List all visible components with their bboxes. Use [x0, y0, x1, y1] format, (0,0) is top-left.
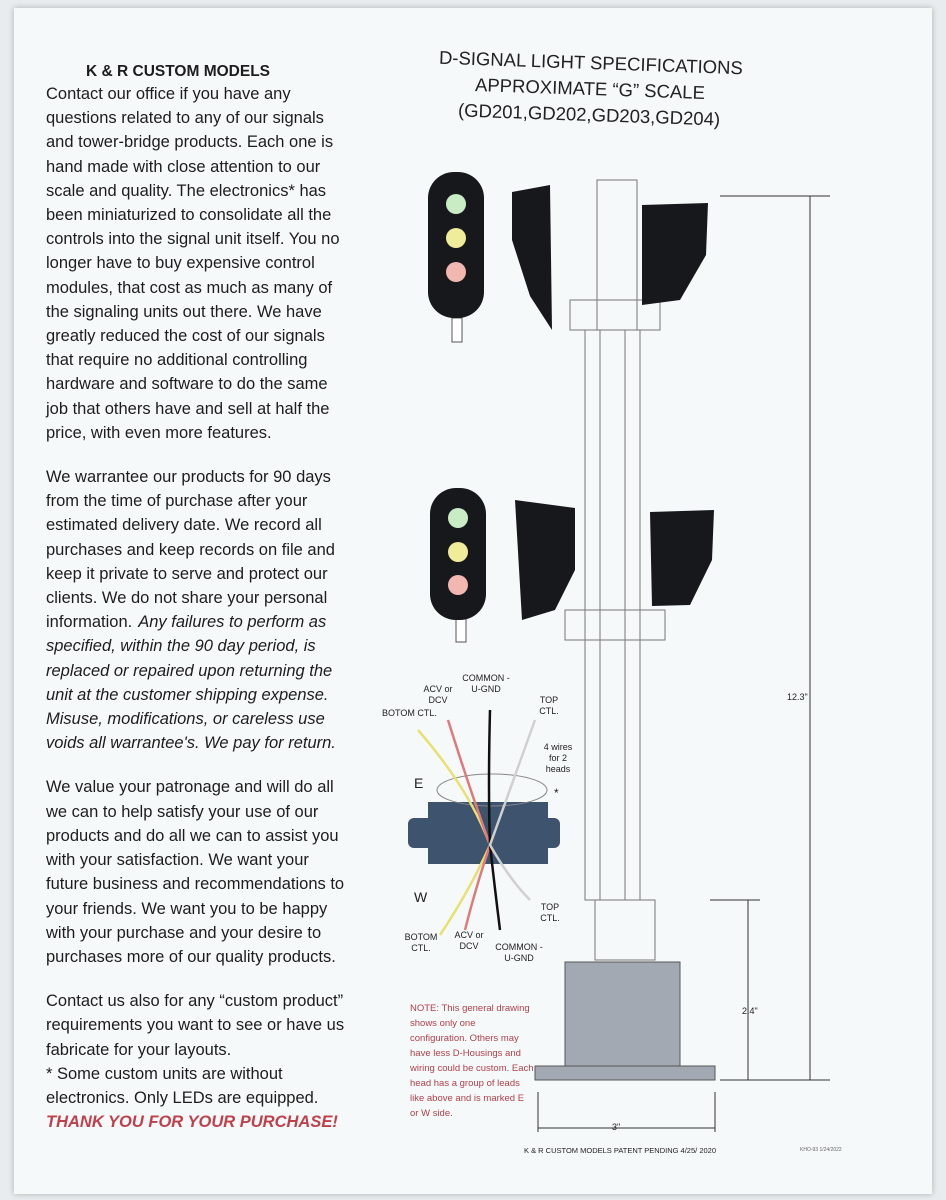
paragraph-line: requirements you want to see or have us [46, 1016, 345, 1035]
label-common-top: COMMON -U-GND [462, 673, 510, 694]
paragraph-line: the signaling units out there. We have [46, 302, 322, 321]
paragraph-line: purchases more of our quality products. [46, 947, 336, 966]
paragraph-line: purchases and keep records on file and [46, 540, 335, 559]
paragraph-line: We warrantee our products for 90 days [46, 468, 331, 487]
paragraph-line: clients. We do not share your personal [46, 589, 328, 608]
left-column: K & R CUSTOM MODELS Contact our office i… [46, 62, 391, 1134]
paragraph-line: with your purchase and your desire to [46, 923, 322, 942]
paragraph-line: future business and recommendations to [46, 875, 345, 894]
paragraph-line: your friends. We want you to be happy [46, 899, 328, 918]
label-top-ctl-bottom: TOP CTL. [540, 902, 560, 923]
paragraph-line: Contact us also for any “custom product” [46, 992, 344, 1011]
lower-left-housing [515, 500, 575, 620]
label-east: E [414, 775, 424, 791]
base-height-dimension: 2.4" [742, 1006, 758, 1016]
signal-base [564, 961, 681, 1071]
paragraph-line: that require no additional controlling [46, 351, 308, 370]
label-wire-count: 4 wires for 2 heads [543, 742, 573, 774]
paragraph-line: from the time of purchase after your [46, 492, 308, 511]
patronage-paragraph: We value your patronage and will do all w… [46, 775, 391, 969]
footer-patent: K & R CUSTOM MODELS PATENT PENDING 4/25/… [524, 1146, 717, 1155]
label-west: W [414, 889, 428, 905]
paragraph-line: we can to help satisfy your use of our [46, 802, 319, 821]
label-botom-ctl-top: BOTOM CTL. [382, 708, 437, 718]
drawing-note: NOTE: This general drawing shows only on… [410, 1003, 534, 1119]
paragraph-line: voids all warrantee's. We pay for return… [46, 734, 336, 753]
label-common-bottom: COMMON -U-GND [495, 942, 543, 963]
paragraph-line: electronics. Only LEDs are equipped. [46, 1088, 319, 1107]
paragraph-line: keep it private to serve and protect our [46, 564, 328, 583]
paragraph-line: controls into the signal unit itself. Yo… [46, 230, 340, 249]
paragraph-line: greatly reduced the cost of our signals [46, 327, 325, 346]
base-plate [534, 1065, 716, 1081]
dimension-lines [537, 195, 830, 1132]
thank-you-text: THANK YOU FOR YOUR PURCHASE! [46, 1113, 338, 1132]
label-acv-top: ACV or DCV [423, 684, 453, 705]
paragraph-line: fabricate for your layouts. [46, 1040, 232, 1059]
wires [417, 709, 537, 936]
paragraph-line: * Some custom units are without [46, 1064, 283, 1083]
lower-right-housing [650, 510, 714, 606]
wiring-box [408, 773, 560, 864]
paragraph-line: longer have to buy expensive control [46, 254, 315, 273]
label-top-ctl-top: TOP CTL. [539, 695, 559, 716]
paragraph-line: specified, within the 90 day period, is [46, 637, 316, 656]
paragraph-line: information. [46, 613, 133, 632]
paragraph-line: Misuse, modifications, or careless use [46, 710, 325, 729]
paragraph-line: estimated delivery date. We record all [46, 516, 322, 535]
paragraph-line: Any failures to perform as [138, 613, 327, 632]
paragraph-line: and tower-bridge products. Each one is [46, 133, 334, 152]
paragraph-line: Contact our office if you have any [46, 85, 291, 103]
signal-head-lower [430, 488, 486, 643]
label-botom-ctl-bottom: BOTOM CTL. [404, 932, 438, 953]
upper-right-housing [642, 203, 708, 305]
upper-left-housing [512, 185, 552, 330]
paragraph-line: replaced or repaired upon returning the [46, 661, 333, 680]
company-name: K & R CUSTOM MODELS [86, 63, 270, 80]
paragraph-line: modules, that cost as much as many of [46, 278, 333, 297]
paragraph-line: unit at the customer shipping expense. [46, 685, 329, 704]
paragraph-line: job that others have and sell at half th… [46, 399, 330, 418]
footer-code: KHO-93 1/24/2022 [800, 1147, 842, 1153]
paragraph-line: hand made with close attention to our [46, 157, 321, 176]
paragraph-line: We value your patronage and will do all [46, 778, 334, 797]
custom-paragraph: Contact us also for any “custom product”… [46, 989, 391, 1110]
label-star: * [554, 786, 559, 800]
paragraph-line: with your satisfaction. We want your [46, 851, 309, 870]
paragraph-line: been miniaturized to consolidate all the [46, 206, 332, 225]
paragraph-line: products and do all we can to assist you [46, 826, 339, 845]
signal-mast [564, 179, 666, 961]
paragraph-line: hardware and software to do the same [46, 375, 328, 394]
height-dimension: 12.3" [787, 692, 808, 702]
paragraph-line: scale and quality. The electronics* has [46, 181, 327, 200]
signal-head-upper [428, 172, 484, 343]
width-dimension: 3" [612, 1122, 621, 1132]
intro-paragraph: Contact our office if you have any questi… [46, 82, 391, 445]
warranty-paragraph: We warrantee our products for 90 days fro… [46, 465, 391, 755]
paragraph-line: questions related to any of our signals [46, 109, 324, 128]
paragraph-line: price, with even more features. [46, 423, 272, 442]
label-acv-bottom: ACV or DCV [454, 930, 484, 951]
